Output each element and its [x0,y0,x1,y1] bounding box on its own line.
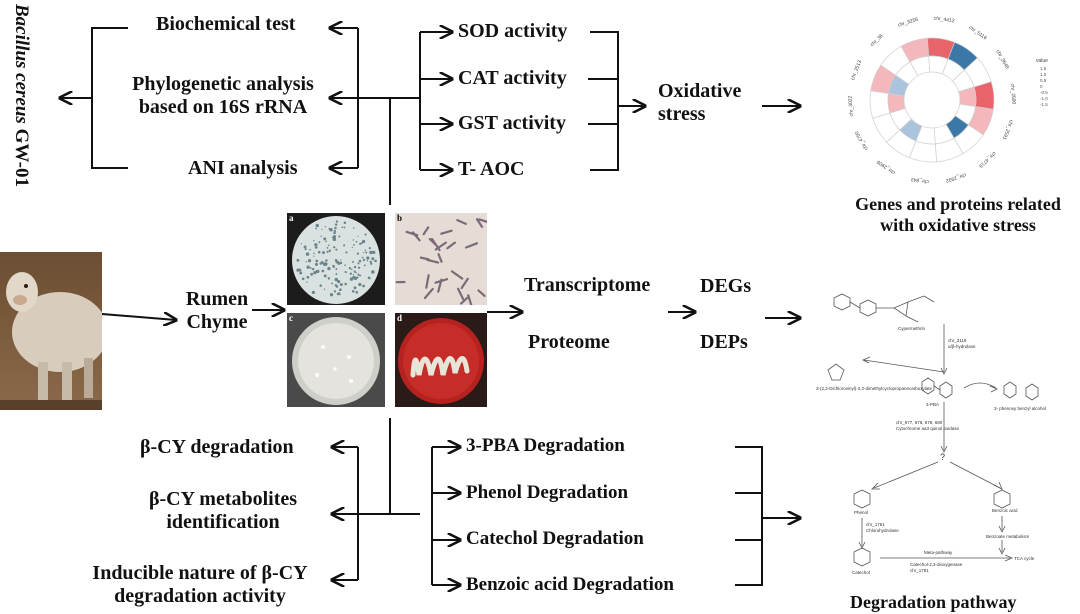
benzoic-degradation-label: Benzoic acid Degradation [466,574,674,595]
panel-c-label: c [289,313,293,323]
pathway-benzoic: Benzoic acid [992,508,1018,513]
pathway-unknown: ? [940,452,945,462]
proteome-label: Proteome [528,331,610,353]
pathway-start-label: Cypermethrin [898,326,926,331]
pba-degradation-label: 3-PBA Degradation [466,435,625,456]
transcriptome-label: Transcriptome [524,274,651,296]
heatmap-legend-value: -1.0 [1040,96,1048,101]
catechol-degradation-label: Catechol Degradation [466,528,644,549]
bcy-degradation-label: β-CY degradation [140,436,294,458]
oxidative-heatmap: chr_3256 chr_4412 chr_5116 chr_3648 chr_2590… [847,15,1048,185]
pathway-side-product: 3-(2,2-Dichlorovinyl)-2,2-dimethylcyclop… [816,386,933,391]
cat-activity-label: CAT activity [458,67,567,89]
pathway-enzyme1b: α/β-hydrolase [948,344,976,349]
heatmap-legend-title: value [1036,58,1048,64]
degs-label: DEGs [700,275,752,297]
degradation-pathway-caption: Degradation pathway [850,592,1017,612]
gst-activity-label: GST activity [458,112,566,134]
heatmap-gene-label: chr_4719 [977,150,997,169]
phylogenetic-line2: based on 16S rRNA [138,96,308,118]
rumen-line1: Rumen [185,288,249,310]
inducible-nature-label: Inducible nature of β-CY degradation act… [68,562,332,608]
oxidative-stress-label: Oxidative stress [658,80,741,126]
heatmap-cell-outer [973,81,995,110]
heatmap-legend-value: -1.5 [1040,102,1048,107]
pathway-enzyme2: chr_677, 678, 679, 680 [896,420,943,425]
degradation-pathway-figure: Cypermethrin chr_3118 α/β-hydrolase 3-(2… [816,293,1046,575]
arrow-sheep-to-rumen [101,314,176,320]
taoc-label: T- AOC [458,158,525,180]
oxidative-line2: stress [658,103,706,125]
inducible-line2: degradation activity [114,585,286,607]
pathway-enzyme1: chr_3118 [948,338,967,343]
heatmap-gene-label: chr_2932 [945,171,967,183]
sheep-head [6,272,38,312]
heatmap-gene-label: chr_2591 [1001,119,1014,141]
organism-label: Bacillus cereus GW-01 [2,4,32,239]
heatmap-gene-label: chr_2513 [850,59,863,81]
heatmap-gene-label: chr_4750 [854,130,870,151]
heatmap-legend-value: 1.5 [1040,66,1047,71]
heatmap-gene-label: chr_3256 [897,17,919,29]
pathway-enzyme3: chr_1761 [866,522,885,527]
bcy-metabolites-line2: identification [166,511,280,533]
phenol-degradation-label: Phenol Degradation [466,482,629,503]
sheep-photo [0,252,102,410]
pathway-tca: TCA cycle [1014,556,1035,561]
heatmap-gene-label: chr_2590 [1009,83,1017,104]
oxidative-bracket [590,31,619,171]
pathway-enzyme3b: Chlorohydrolase [866,528,899,533]
rumen-chyme-label: Rumen Chyme [178,288,256,334]
bcy-metabolites-line1: β-CY metabolites [148,488,298,510]
heatmap-legend-value: -0.5 [1040,90,1048,95]
heatmap-gene-label: chr_5116 [967,25,987,42]
inducible-line1: Inducible nature of β-CY [92,562,308,584]
panel-c-agar-plate: c [287,313,385,407]
pathway-enzyme2b: Cytochrome aa3 quinol oxidase [896,426,960,431]
bcy-metabolites-label: β-CY metabolites identification [132,488,314,534]
phylogenetic-line1: Phylogenetic analysis [132,73,314,95]
heatmap-gene-label: chr_2909 [876,158,897,175]
oxidative-caption-line2: with oxidative stress [880,214,1036,235]
oxidative-caption: Genes and proteins related with oxidativ… [836,194,1080,235]
oxidative-caption-line1: Genes and proteins related [855,194,1061,214]
biochemical-test-label: Biochemical test [156,13,296,35]
organism-species: Bacillus cereus [11,4,32,124]
heatmap-cell-inner [895,61,919,85]
panel-d-blood-agar: d [395,313,487,407]
sod-activity-label: SOD activity [458,20,568,42]
pathway-enzyme4: Catechol-2,3-dioxygenase [910,562,963,567]
pathway-enzyme4b: chr_1781 [910,568,929,573]
panel-b-label: b [397,213,403,223]
organism-strain: GW-01 [11,128,32,187]
heatmap-legend-value: 0 [1040,84,1043,89]
heatmap-gene-label: chr_4412 [933,15,955,24]
chyme-line2: Chyme [186,311,248,333]
panel-d-label: d [397,313,403,323]
deps-label: DEPs [700,331,748,353]
pathway-alcohol: 3- phenoxy benzyl alcohol [994,406,1046,411]
heatmap-legend-value: 1.0 [1040,72,1047,77]
ani-analysis-label: ANI analysis [188,157,298,179]
heatmap-cell-outer [869,90,891,119]
heatmap-legend-value: 0.5 [1040,78,1047,83]
heatmap-gene-label: chr_842 [910,176,929,185]
pathway-meta: Meta-pathway [924,550,953,555]
panel-a-microscopy: a [287,213,385,305]
panel-b-gram-stain: b [395,213,487,305]
heatmap-gene-label: chr_3022 [847,95,855,116]
heatmap-gene-label: chr_3648 [994,49,1010,70]
oxidative-line1: Oxidative [658,80,742,102]
heatmap-gene-label: chr_36 [869,33,884,48]
phylogenetic-label: Phylogenetic analysis based on 16S rRNA [112,73,334,119]
pathway-benzoate: Benzoate metabolism [986,534,1030,539]
panel-a-label: a [289,213,294,223]
pathway-catechol: Catechol [852,570,870,575]
sheep-body [12,292,102,372]
compound-bracket [735,446,763,586]
pathway-phenol: Phenol [854,510,868,515]
pathway-intermediate: 3-PBA [926,402,939,407]
